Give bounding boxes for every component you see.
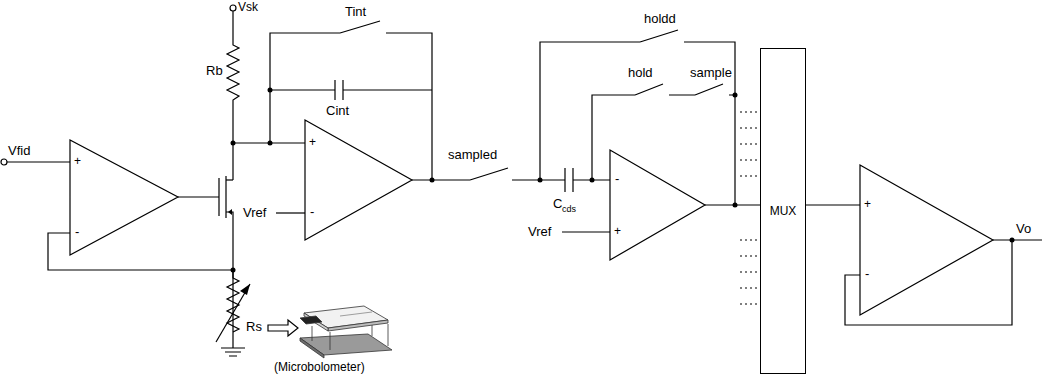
microbolometer-illustration bbox=[300, 306, 392, 358]
switch-name: Tint bbox=[345, 5, 366, 18]
component-name: Cint bbox=[326, 104, 349, 117]
junction-dot bbox=[590, 178, 595, 183]
holdd-switch bbox=[540, 30, 735, 205]
pin-sign: - bbox=[615, 172, 619, 185]
wire bbox=[562, 231, 610, 232]
wire bbox=[845, 240, 1042, 325]
hold-sample-switch bbox=[592, 84, 735, 180]
resistor-symbol bbox=[227, 272, 239, 332]
pin-sign: - bbox=[865, 267, 869, 280]
switch-name: hold bbox=[628, 66, 653, 79]
pin-sign: - bbox=[75, 225, 79, 238]
pin-sign: + bbox=[864, 198, 871, 210]
node-label: MUX bbox=[770, 205, 797, 217]
switch-name: sample bbox=[690, 66, 732, 79]
junction-dot bbox=[733, 93, 738, 98]
transistor-symbol bbox=[48, 176, 233, 348]
hollow-arrow bbox=[268, 320, 298, 336]
opamp-symbol bbox=[70, 140, 178, 255]
capacitor-symbol bbox=[565, 168, 610, 192]
signal-name: Vref bbox=[528, 225, 551, 238]
pin-sign: - bbox=[310, 205, 314, 218]
opamp-symbol bbox=[860, 165, 993, 315]
switch-name: sampled bbox=[448, 148, 497, 161]
switch-name: holdd bbox=[644, 12, 676, 25]
junction-dot bbox=[231, 268, 236, 273]
junction-dot bbox=[268, 88, 273, 93]
component-name: C bbox=[553, 197, 562, 210]
component-name: Rb bbox=[206, 64, 223, 77]
junction-dot bbox=[430, 178, 435, 183]
terminal-name: Vsk bbox=[238, 1, 258, 13]
other-channels bbox=[740, 112, 758, 304]
junction-dot bbox=[733, 203, 738, 208]
pin-sign: + bbox=[309, 136, 316, 148]
arrow-head bbox=[228, 209, 232, 215]
junction-dot bbox=[268, 141, 273, 146]
resistor-symbol bbox=[227, 11, 239, 180]
pin-sign: + bbox=[614, 225, 621, 237]
terminal-name: Vo bbox=[1016, 222, 1031, 235]
component-subscript: cds bbox=[562, 205, 576, 214]
signal-name: Vref bbox=[243, 206, 266, 219]
wire bbox=[276, 212, 305, 213]
variable-arrow bbox=[216, 284, 250, 342]
opamp-symbol bbox=[610, 150, 705, 260]
sample-switch bbox=[412, 168, 565, 180]
pin-sign: + bbox=[74, 155, 81, 167]
wire bbox=[806, 204, 860, 205]
junction-dot bbox=[1010, 238, 1015, 243]
junction-dot bbox=[538, 178, 543, 183]
terminal bbox=[230, 5, 236, 11]
component-name: Rs bbox=[246, 320, 262, 333]
ground-symbol bbox=[221, 348, 245, 356]
junction-dot bbox=[231, 141, 236, 146]
terminal bbox=[1, 159, 7, 165]
capacitor-symbol bbox=[270, 80, 432, 100]
wire bbox=[7, 161, 70, 162]
component-name: (Microbolometer) bbox=[274, 361, 365, 373]
terminal-name: Vfid bbox=[8, 144, 30, 157]
opamp-symbol bbox=[305, 120, 412, 240]
arrow-head bbox=[240, 284, 250, 295]
multiplexer-box: MUX bbox=[760, 48, 806, 374]
reset-switch bbox=[270, 21, 432, 180]
wire bbox=[226, 179, 233, 180]
